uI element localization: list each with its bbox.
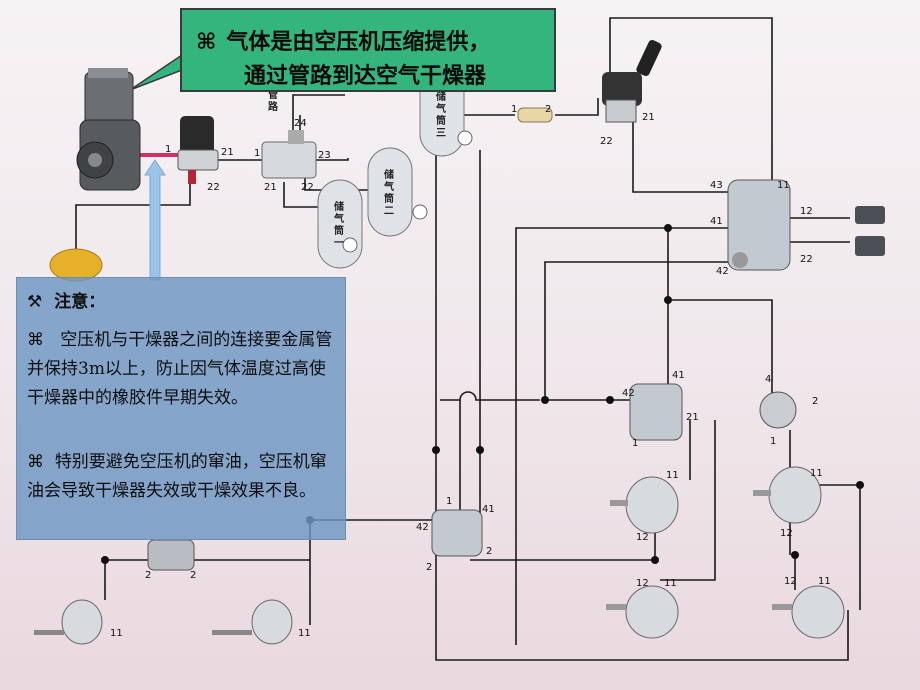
rear-chamber-left-1	[610, 476, 679, 534]
front-chamber-left	[34, 599, 103, 645]
svg-text:21: 21	[264, 182, 277, 193]
four-way-valve	[261, 130, 317, 179]
svg-text:气: 气	[333, 212, 344, 225]
svg-text:11: 11	[298, 628, 311, 639]
air-tank-1	[317, 179, 363, 269]
svg-text:2: 2	[545, 104, 551, 115]
svg-text:2: 2	[145, 570, 151, 581]
svg-text:41: 41	[482, 504, 495, 515]
callout-line-2: 通过管路到达空气干燥器	[244, 63, 487, 89]
svg-text:气: 气	[383, 180, 394, 193]
svg-text:11: 11	[110, 628, 123, 639]
svg-text:2: 2	[486, 546, 492, 557]
svg-text:11: 11	[777, 180, 790, 191]
bullet-icon: ⌘	[27, 330, 44, 350]
svg-text:储: 储	[435, 90, 446, 103]
air-tank-2	[367, 147, 428, 237]
note-title: 注意：	[54, 292, 106, 312]
note-header: ⚒ 注意：	[27, 288, 105, 317]
front-axle-valve	[147, 539, 195, 571]
hand-brake-valve	[602, 40, 662, 123]
svg-text:11: 11	[810, 468, 823, 479]
svg-text:22: 22	[301, 182, 314, 193]
pipe-network	[75, 17, 861, 661]
svg-text:23: 23	[318, 150, 331, 161]
svg-text:储: 储	[333, 200, 344, 213]
svg-text:1: 1	[632, 438, 638, 449]
note-text-1: 空压机与干燥器之间的连接要金属管并保持3m以上，防止因气体温度过高使干燥器中的橡…	[27, 330, 333, 408]
svg-text:筒: 筒	[436, 114, 446, 127]
svg-text:筒: 筒	[334, 224, 344, 237]
svg-text:二: 二	[384, 205, 394, 217]
svg-text:1: 1	[770, 436, 776, 447]
svg-text:气: 气	[435, 102, 446, 115]
svg-text:1: 1	[446, 496, 452, 507]
tank-3-label: 储 气 筒 三	[435, 90, 446, 139]
rear-chamber-right-1	[753, 466, 822, 524]
svg-text:21: 21	[642, 112, 655, 123]
svg-text:11: 11	[666, 470, 679, 481]
port-labels: 1 21 22 1 24 23 21 22 1 2 21 22 43 11 41…	[110, 104, 831, 639]
tank-2-label: 储 气 筒 二	[383, 168, 394, 217]
relay-valve-mid	[629, 383, 683, 441]
svg-text:三: 三	[436, 127, 446, 139]
command-icon: ⌘	[196, 29, 217, 55]
svg-text:4: 4	[765, 374, 771, 385]
svg-text:一: 一	[334, 238, 344, 249]
svg-text:43: 43	[710, 180, 723, 191]
check-valve	[517, 107, 553, 123]
pointer-arrow	[144, 159, 166, 281]
svg-text:2: 2	[190, 570, 196, 581]
svg-text:1: 1	[511, 104, 517, 115]
svg-text:12: 12	[784, 576, 797, 587]
svg-text:筒: 筒	[384, 192, 394, 205]
svg-text:1: 1	[165, 144, 171, 155]
svg-text:2: 2	[426, 562, 432, 573]
svg-text:11: 11	[664, 578, 677, 589]
svg-text:储: 储	[383, 168, 394, 181]
svg-text:22: 22	[207, 182, 220, 193]
pipe-vertical-label: 管 路	[268, 88, 279, 113]
rear-chamber-right-2	[772, 585, 845, 639]
note-paragraph-2: ⌘ 特别要避免空压机的窜油，空压机窜油会导致干燥器失效或干燥效果不良。	[27, 448, 337, 506]
attention-note-panel: ⚒ 注意： ⌘ 空压机与干燥器之间的连接要金属管并保持3m以上，防止因气体温度过高…	[16, 277, 346, 540]
svg-text:22: 22	[800, 254, 813, 265]
callout-tail	[129, 53, 183, 91]
svg-text:2: 2	[812, 396, 818, 407]
svg-text:42: 42	[416, 522, 429, 533]
front-chamber-right	[212, 599, 293, 645]
svg-text:41: 41	[672, 370, 685, 381]
svg-text:12: 12	[636, 578, 649, 589]
svg-text:21: 21	[686, 412, 699, 423]
svg-text:12: 12	[800, 206, 813, 217]
svg-text:42: 42	[622, 388, 635, 399]
quick-release-valve	[759, 391, 797, 429]
compressor-callout: ⌘气体是由空压机压缩提供， 通过管路到达空气干燥器	[180, 8, 556, 92]
svg-text:24: 24	[294, 118, 307, 129]
trailer-coupling-heads	[855, 206, 885, 256]
svg-text:11: 11	[818, 576, 831, 587]
tools-icon: ⚒	[27, 292, 43, 312]
rear-chamber-left-2	[606, 585, 679, 639]
svg-text:41: 41	[710, 216, 723, 227]
air-compressor	[76, 68, 141, 191]
svg-text:管: 管	[268, 88, 278, 101]
svg-text:42: 42	[716, 266, 729, 277]
bullet-icon: ⌘	[27, 452, 44, 472]
svg-text:21: 21	[221, 147, 234, 158]
note-text-2: 特别要避免空压机的窜油，空压机窜油会导致干燥器失效或干燥效果不良。	[27, 452, 327, 501]
callout-line-1: ⌘气体是由空压机压缩提供，	[196, 29, 491, 55]
air-dryer	[177, 116, 219, 184]
svg-text:路: 路	[268, 100, 279, 113]
tank-1-label: 储 气 筒 一	[333, 200, 344, 249]
svg-text:12: 12	[636, 532, 649, 543]
svg-text:22: 22	[600, 136, 613, 147]
svg-text:1: 1	[254, 148, 260, 159]
note-paragraph-1: ⌘ 空压机与干燥器之间的连接要金属管并保持3m以上，防止因气体温度过高使干燥器中…	[27, 326, 337, 413]
svg-text:12: 12	[780, 528, 793, 539]
relay-valve-low	[431, 509, 483, 557]
relay-valve-top	[727, 179, 791, 271]
